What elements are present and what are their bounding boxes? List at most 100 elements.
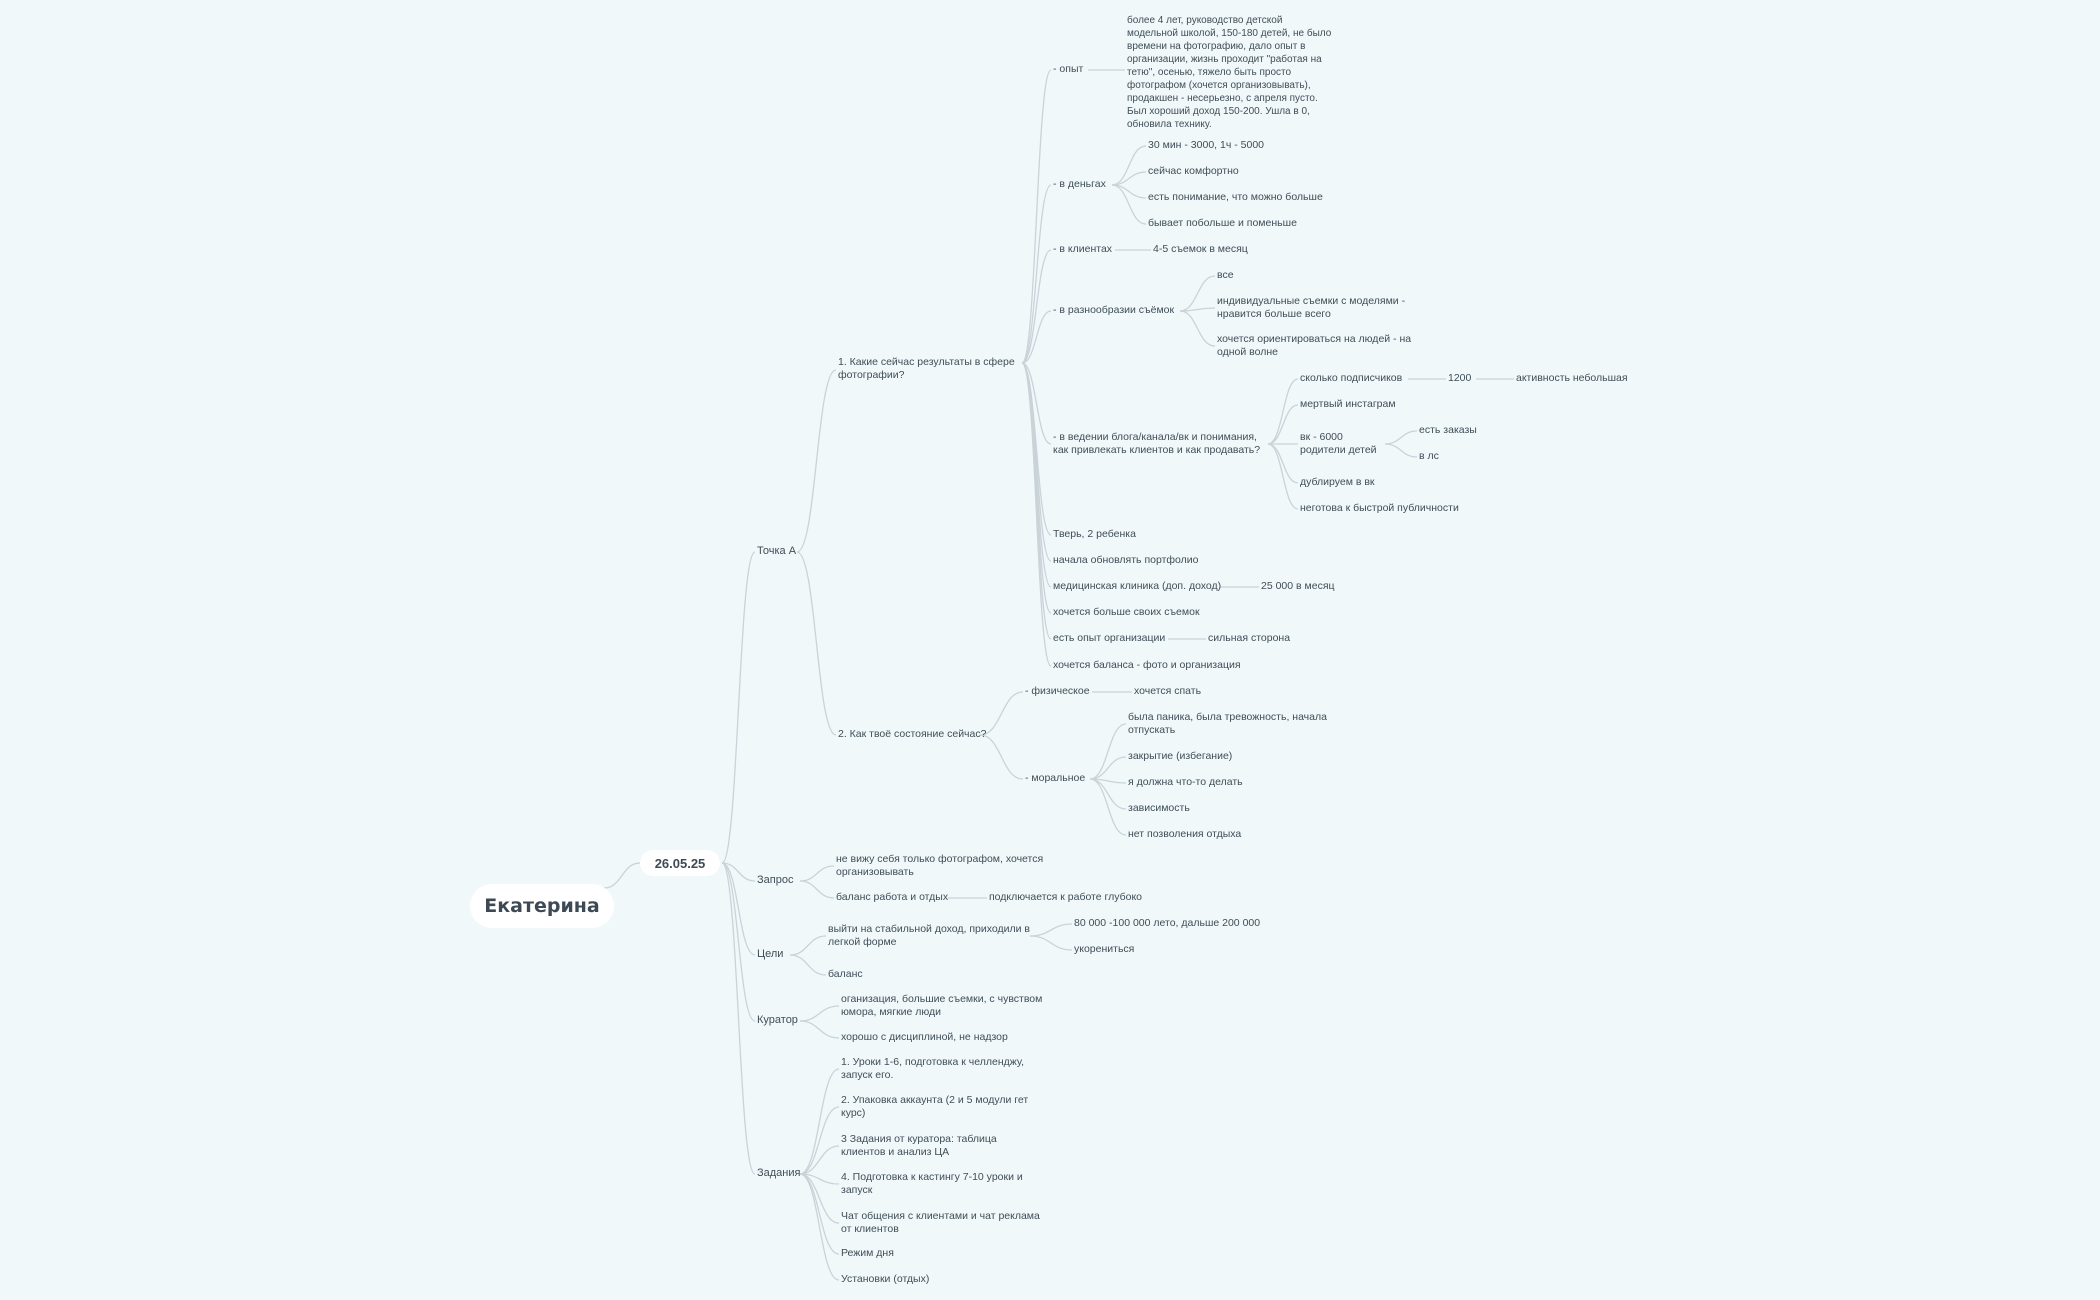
connector-line — [799, 1173, 840, 1281]
silnaya-storona[interactable]: сильная сторона — [1208, 632, 1291, 644]
connector-line — [721, 862, 756, 882]
connector-line — [789, 954, 827, 976]
negotova[interactable]: неготова к быстрой публичности — [1300, 502, 1459, 514]
connector-line — [1267, 404, 1299, 445]
branch-zadaniya[interactable]: Задания — [757, 1167, 801, 1179]
branch-zapros[interactable]: Запрос — [757, 874, 794, 886]
connector-line — [1021, 362, 1052, 614]
opyt-description[interactable]: более 4 лет, руководство детской модельн… — [1127, 15, 1332, 130]
connector-line — [1029, 923, 1073, 937]
moral-item[interactable]: нет позволения отдыха — [1128, 828, 1242, 840]
connector-line — [1029, 935, 1073, 951]
kurator-item[interactable]: хорошо с дисциплиной, не надзор — [841, 1031, 1008, 1043]
zadanie-item[interactable]: Установки (отдых) — [841, 1273, 930, 1285]
question-results[interactable]: 1. Какие сейчас результаты в сфере фотог… — [838, 356, 1015, 381]
dengi-item[interactable]: есть понимание, что можно больше — [1148, 191, 1323, 203]
connector-line — [603, 862, 641, 889]
connector-line — [799, 865, 835, 882]
zadanie-item[interactable]: 3 Задания от куратора: таблица клиентов … — [841, 1133, 997, 1158]
connector-line — [1021, 184, 1052, 364]
branch-kurator[interactable]: Куратор — [757, 1014, 798, 1026]
connector-line — [1089, 778, 1127, 810]
connector-line — [799, 1173, 840, 1224]
mertvyj-instagram[interactable]: мертвый инстаграм — [1300, 398, 1396, 410]
state-fiz[interactable]: - физическое — [1025, 685, 1090, 697]
dubliruem-vk[interactable]: дублируем в вк — [1300, 476, 1375, 488]
dengi-item[interactable]: 30 мин - 3000, 1ч - 5000 — [1148, 139, 1265, 151]
connector-line — [1111, 145, 1147, 186]
connector-line — [1089, 778, 1127, 836]
connector-line — [796, 551, 837, 736]
topic-klienty[interactable]: - в клиентах — [1053, 243, 1113, 255]
fiz-value[interactable]: хочется спать — [1134, 685, 1202, 697]
zadanie-item[interactable]: 4. Подготовка к кастингу 7-10 уроки и за… — [841, 1171, 1023, 1196]
state-moral[interactable]: - моральное — [1025, 772, 1086, 784]
connector-line — [799, 1173, 840, 1255]
balans-foto[interactable]: хочется баланса - фото и организация — [1053, 659, 1241, 671]
tver[interactable]: Тверь, 2 ребенка — [1053, 528, 1136, 540]
root-node[interactable]: Екатерина — [470, 884, 614, 928]
connector-line — [799, 1005, 840, 1022]
connector-line — [721, 862, 756, 1022]
moral-item[interactable]: зависимость — [1128, 802, 1190, 814]
moral-item[interactable]: я должна что-то делать — [1128, 776, 1243, 788]
zadanie-item[interactable]: Режим дня — [841, 1247, 894, 1259]
tseli-sub[interactable]: 80 000 -100 000 лето, дальше 200 000 — [1074, 917, 1261, 929]
moral-item[interactable]: была паника, была тревожность, начала от… — [1128, 711, 1327, 736]
dengi-item[interactable]: сейчас комфортно — [1148, 165, 1239, 177]
connector-line — [1267, 443, 1299, 510]
aktivnost[interactable]: активность небольшая — [1516, 372, 1628, 384]
zapros-item[interactable]: не вижу себя только фотографом, хочется … — [836, 853, 1044, 878]
connector-line — [1021, 362, 1052, 640]
raznoobrazie-item[interactable]: хочется ориентироваться на людей - на од… — [1217, 333, 1412, 358]
podpischiki-value[interactable]: 1200 — [1448, 372, 1472, 384]
topic-opyt[interactable]: - опыт — [1053, 63, 1084, 75]
kurator-item[interactable]: оганизация, большие съемки, с чувством ю… — [841, 993, 1043, 1018]
connector-line — [799, 1020, 840, 1039]
zapros-balans-value[interactable]: подключается к работе глубоко — [989, 891, 1143, 903]
zadanie-item[interactable]: 2. Упаковка аккаунта (2 и 5 модули гет к… — [841, 1094, 1029, 1119]
topic-dengi[interactable]: - в деньгах — [1053, 178, 1106, 190]
connector-line — [799, 1173, 840, 1185]
question-state[interactable]: 2. Как твоё состояние сейчас? — [838, 728, 987, 740]
vk-item[interactable]: в лс — [1419, 450, 1439, 462]
moral-item[interactable]: закрытие (избегание) — [1128, 750, 1233, 762]
vk-roditeli[interactable]: вк - 6000 родители детей — [1300, 431, 1377, 456]
connector-line — [799, 1068, 840, 1175]
branch-tseli[interactable]: Цели — [757, 948, 784, 960]
connector-line — [721, 862, 756, 1175]
klinika-value[interactable]: 25 000 в месяц — [1261, 580, 1335, 592]
tseli-item[interactable]: выйти на стабильной доход, приходили в л… — [828, 923, 1030, 948]
topic-raznoobrazie[interactable]: - в разнообразии съёмок — [1053, 304, 1175, 316]
zapros-item[interactable]: баланс работа и отдых — [836, 891, 949, 903]
vk-item[interactable]: есть заказы — [1419, 424, 1477, 436]
raznoobrazie-item[interactable]: индивидуальные съемки с моделями - нрави… — [1217, 295, 1406, 320]
connector-line — [799, 880, 835, 899]
klienty-value[interactable]: 4-5 съемок в месяц — [1153, 243, 1248, 255]
raznoobrazie-item[interactable]: все — [1217, 269, 1234, 281]
bolshe-semok[interactable]: хочется больше своих съемок — [1053, 606, 1200, 618]
connector-line — [1384, 430, 1418, 445]
date-node[interactable]: 26.05.25 — [640, 850, 720, 876]
connector-line — [1089, 778, 1127, 784]
zadanie-item[interactable]: 1. Уроки 1-6, подготовка к челленджу, за… — [841, 1056, 1025, 1081]
zadanie-item[interactable]: Чат общения с клиентами и чат реклама от… — [841, 1210, 1040, 1235]
connector-line — [1021, 362, 1052, 536]
tseli-sub[interactable]: укорениться — [1074, 943, 1135, 955]
topic-blog[interactable]: - в ведении блога/канала/вк и понимания,… — [1053, 431, 1261, 456]
podpischiki[interactable]: сколько подписчиков — [1300, 372, 1403, 384]
dengi-item[interactable]: бывает побольше и поменьше — [1148, 217, 1297, 229]
branch-tochka-a[interactable]: Точка А — [757, 545, 797, 557]
connector-line — [1021, 69, 1052, 364]
connector-line — [799, 1106, 840, 1175]
connector-line — [1179, 275, 1216, 312]
connector-line — [1267, 378, 1299, 445]
connector-line — [1111, 184, 1147, 225]
klinika[interactable]: медицинская клиника (доп. доход) — [1053, 580, 1222, 592]
connector-line — [721, 551, 756, 864]
opyt-organizatsii[interactable]: есть опыт организации — [1053, 632, 1166, 644]
tseli-item[interactable]: баланс — [828, 968, 863, 980]
portfolio[interactable]: начала обновлять портфолио — [1053, 554, 1199, 566]
